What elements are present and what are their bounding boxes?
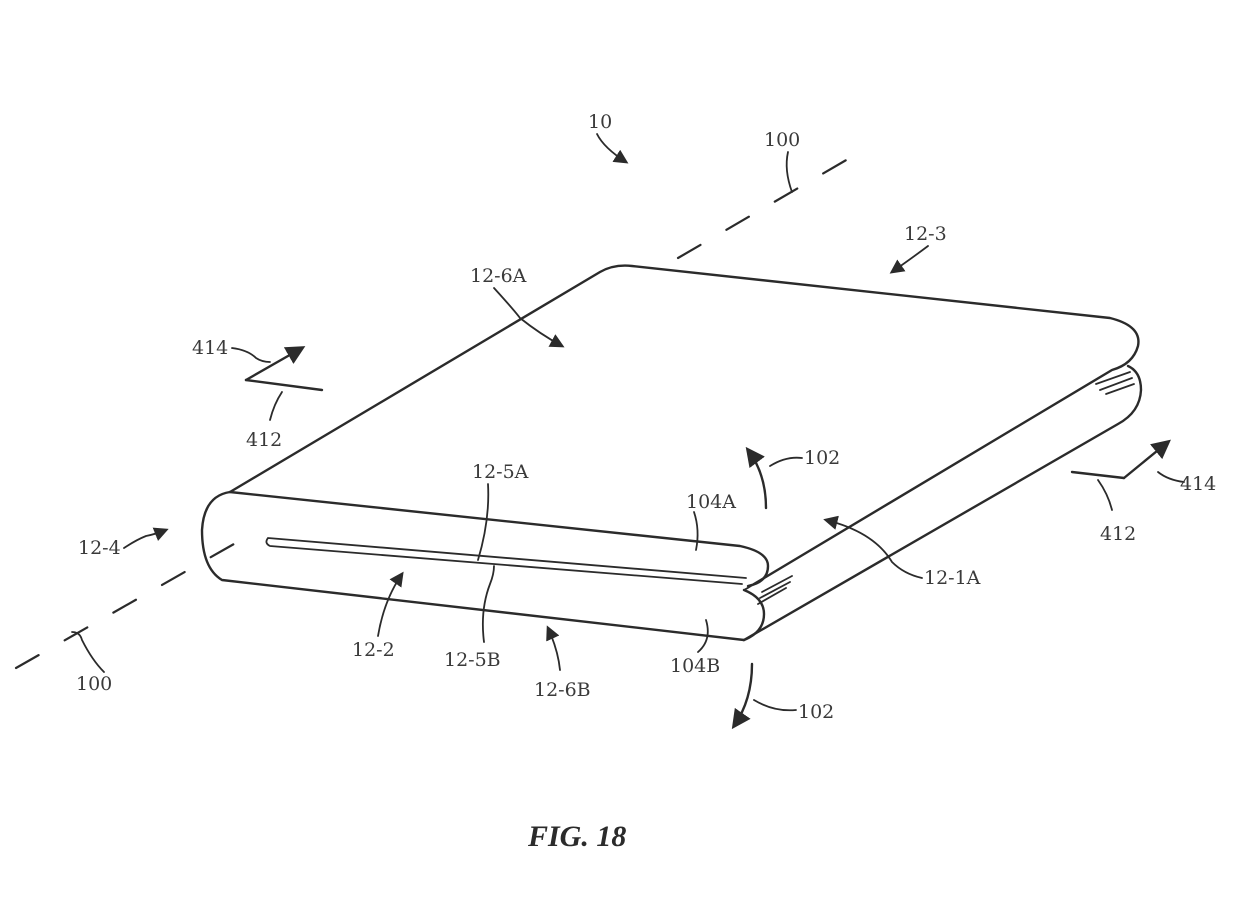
label-face-6b: 12-6B [534, 679, 591, 701]
label-edge-3: 12-3 [904, 223, 947, 245]
label-edge-2: 12-2 [352, 639, 395, 661]
label-portion-104a: 104A [686, 491, 736, 513]
label-axis-top: 100 [764, 129, 800, 151]
label-device: 10 [588, 111, 612, 133]
panel-gap-line [743, 583, 755, 591]
hinge-slot [265, 537, 747, 585]
label-edge-4: 12-4 [78, 537, 121, 559]
label-section-412-right: 412 [1100, 523, 1136, 545]
section-marker-left [231, 346, 324, 421]
figure-caption: FIG. 18 [527, 820, 626, 853]
label-section-414-right: 414 [1180, 473, 1216, 495]
section-marker-right [1070, 439, 1185, 511]
label-axis-bottom: 100 [76, 673, 112, 695]
label-rotation-upper: 102 [804, 447, 840, 469]
fold-axis-line [14, 150, 862, 670]
label-face-6a: 12-6A [470, 265, 527, 287]
label-edge-5b: 12-5B [444, 649, 501, 671]
label-rotation-lower: 102 [798, 701, 834, 723]
label-edge-1a: 12-1A [924, 567, 981, 589]
label-section-414-left: 414 [192, 337, 228, 359]
label-portion-104b: 104B [670, 655, 720, 677]
lower-panel-side-edge [742, 364, 1143, 642]
leader-lines [71, 133, 929, 673]
rotation-arrow-lower [731, 662, 797, 730]
label-edge-5a: 12-5A [472, 461, 529, 483]
top-panel-outline [228, 264, 1140, 586]
rotation-arrow-upper [745, 446, 803, 510]
edge-hatching [757, 371, 1135, 605]
upper-front-edge [228, 490, 770, 588]
folded-device [200, 264, 1143, 642]
reference-labels: 10 100 12-3 12-6A 414 412 12-5A 102 414 … [76, 111, 1216, 723]
left-fold-curve [200, 490, 746, 642]
label-section-412-left: 412 [246, 429, 282, 451]
